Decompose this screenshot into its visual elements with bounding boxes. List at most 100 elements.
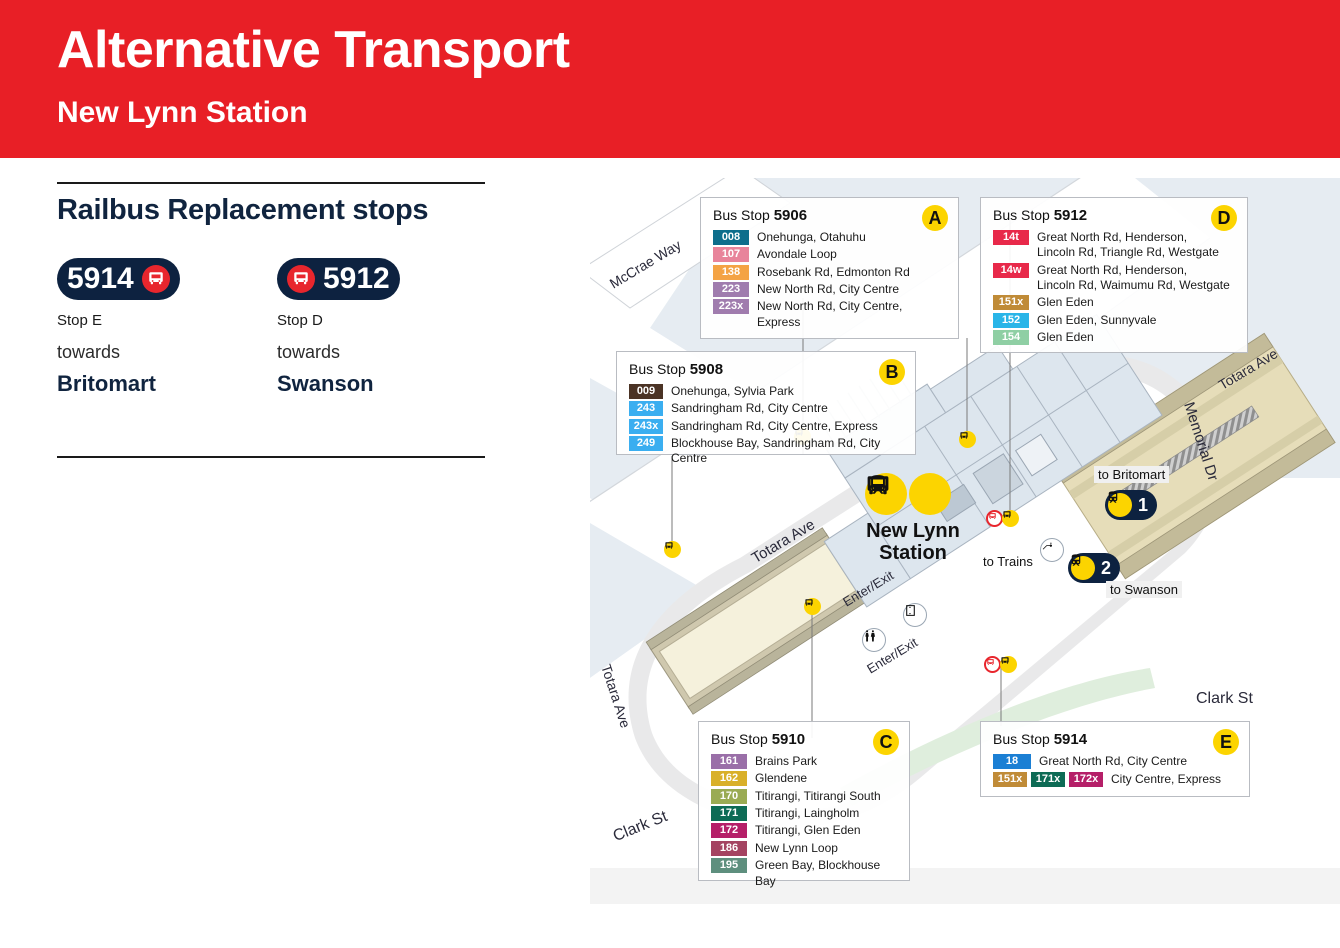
route-row: 172 Titirangi, Glen Eden: [711, 823, 897, 839]
route-badges: 107: [713, 247, 749, 263]
route-badges: 152: [993, 312, 1029, 328]
route-badge: 223: [713, 282, 749, 298]
train-icon: [871, 473, 951, 515]
route-destination: Onehunga, Sylvia Park: [671, 384, 794, 398]
train-icon: [1108, 491, 1132, 517]
route-row: 223 New North Rd, City Centre: [713, 282, 946, 298]
route-row: 195 Green Bay, Blockhouse Bay: [711, 858, 897, 889]
route-badges: 243: [629, 401, 663, 417]
infobox-letter-badge: C: [873, 729, 899, 755]
bus-stop-marker[interactable]: [664, 541, 681, 558]
infobox-title: Bus Stop 5910: [711, 731, 897, 748]
station-mode-icons: [865, 473, 951, 515]
lift-icon: [903, 603, 927, 627]
route-badges: 151x: [993, 295, 1029, 311]
destination-label: Britomart: [57, 370, 157, 396]
page-subtitle: New Lynn Station: [57, 96, 308, 129]
infobox-title: Bus Stop 5914: [993, 731, 1237, 748]
route-row: 138 Rosebank Rd, Edmonton Rd: [713, 264, 946, 280]
railbus-stop-marker[interactable]: [984, 656, 1001, 673]
page-header: Alternative Transport New Lynn Station: [0, 0, 1340, 158]
route-badge: 152: [993, 312, 1029, 328]
route-badges: 172: [711, 823, 747, 839]
bus-stop-marker[interactable]: [1002, 510, 1019, 527]
route-badge: 161: [711, 754, 747, 769]
infobox-title: Bus Stop 5908: [629, 361, 903, 378]
route-destination: Brains Park: [755, 754, 818, 768]
bus-stop-marker[interactable]: [959, 431, 976, 448]
infobox-title: Bus Stop 5906: [713, 207, 946, 224]
route-destination: Great North Rd, Henderson, Lincoln Rd, W…: [1037, 262, 1230, 293]
route-destination: Titirangi, Titirangi South: [755, 788, 881, 803]
route-badge: 138: [713, 264, 749, 280]
route-badges: 14t: [993, 230, 1029, 245]
to-britomart-label: to Britomart: [1094, 466, 1170, 483]
train-icon: [1071, 554, 1095, 580]
infobox-title-number: 5910: [771, 731, 806, 748]
station-name-line2: Station: [879, 542, 947, 564]
route-destination: Sandringham Rd, City Centre: [671, 401, 828, 416]
platform-1-badge: 1: [1105, 490, 1158, 520]
route-badge: 195: [711, 858, 747, 874]
route-badge: 243x: [629, 418, 663, 434]
route-destination: Rosebank Rd, Edmonton Rd: [757, 264, 910, 279]
infobox-letter-badge: A: [922, 205, 948, 231]
infobox-letter-badge: B: [879, 359, 905, 385]
route-destination: New Lynn Loop: [755, 840, 838, 855]
sidebar: Railbus Replacement stops 5914 Stop E to…: [0, 158, 590, 948]
route-badges: 249: [629, 436, 663, 452]
stop-number: 5912: [323, 262, 390, 295]
route-row: 009 Onehunga, Sylvia Park: [629, 384, 903, 399]
route-badges: 14w: [993, 262, 1029, 278]
route-destination: Glen Eden: [1037, 295, 1094, 310]
route-destination: New North Rd, City Centre, Express: [757, 299, 903, 329]
bus-stop-marker[interactable]: [1000, 656, 1017, 673]
route-badge: 186: [711, 840, 747, 856]
route-row: 151x Glen Eden: [993, 295, 1235, 311]
route-destination: Titirangi, Laingholm: [755, 806, 860, 821]
route-row: 171 Titirangi, Laingholm: [711, 806, 897, 822]
railbus-stop-marker[interactable]: [986, 510, 1003, 527]
route-destination: Glen Eden, Sunnyvale: [1037, 312, 1157, 327]
route-badges: 162: [711, 771, 747, 787]
stop-number-pill: 5914: [57, 258, 180, 300]
route-badges: 223x: [713, 299, 749, 315]
route-badge: 223x: [713, 299, 749, 315]
towards-label: towards: [277, 342, 341, 363]
route-destination: New North Rd, City Centre: [757, 282, 900, 297]
route-badge: 162: [711, 771, 747, 787]
route-row: 186 New Lynn Loop: [711, 840, 897, 856]
bus-stop-marker[interactable]: [804, 598, 821, 615]
station-name-line1: New Lynn: [866, 520, 960, 542]
infobox-title-number: 5906: [773, 207, 808, 224]
route-badge: 14t: [993, 230, 1029, 245]
route-row: 161 Brains Park: [711, 754, 897, 769]
infobox-title-prefix: Bus Stop: [993, 731, 1054, 747]
station-map: McCrae Way Totara Ave Totara Ave Totara …: [590, 178, 1340, 904]
route-destination: Titirangi, Glen Eden: [755, 823, 861, 838]
route-badge: 154: [993, 330, 1029, 346]
divider-top: [57, 182, 485, 184]
route-destination: Green Bay, Blockhouse Bay: [755, 858, 881, 888]
route-badges: 009: [629, 384, 663, 399]
bus-icon: [287, 265, 315, 293]
stop-letter-label: Stop D: [277, 312, 323, 329]
stop-letter-label: Stop E: [57, 312, 103, 329]
railbus-stop-5912: 5912 Stop D towards Swanson: [277, 258, 400, 396]
route-badges: 008: [713, 230, 749, 245]
route-badges: 171: [711, 806, 747, 822]
route-badge: 008: [713, 230, 749, 245]
route-badge: 18: [993, 754, 1031, 769]
route-badge: 249: [629, 436, 663, 452]
